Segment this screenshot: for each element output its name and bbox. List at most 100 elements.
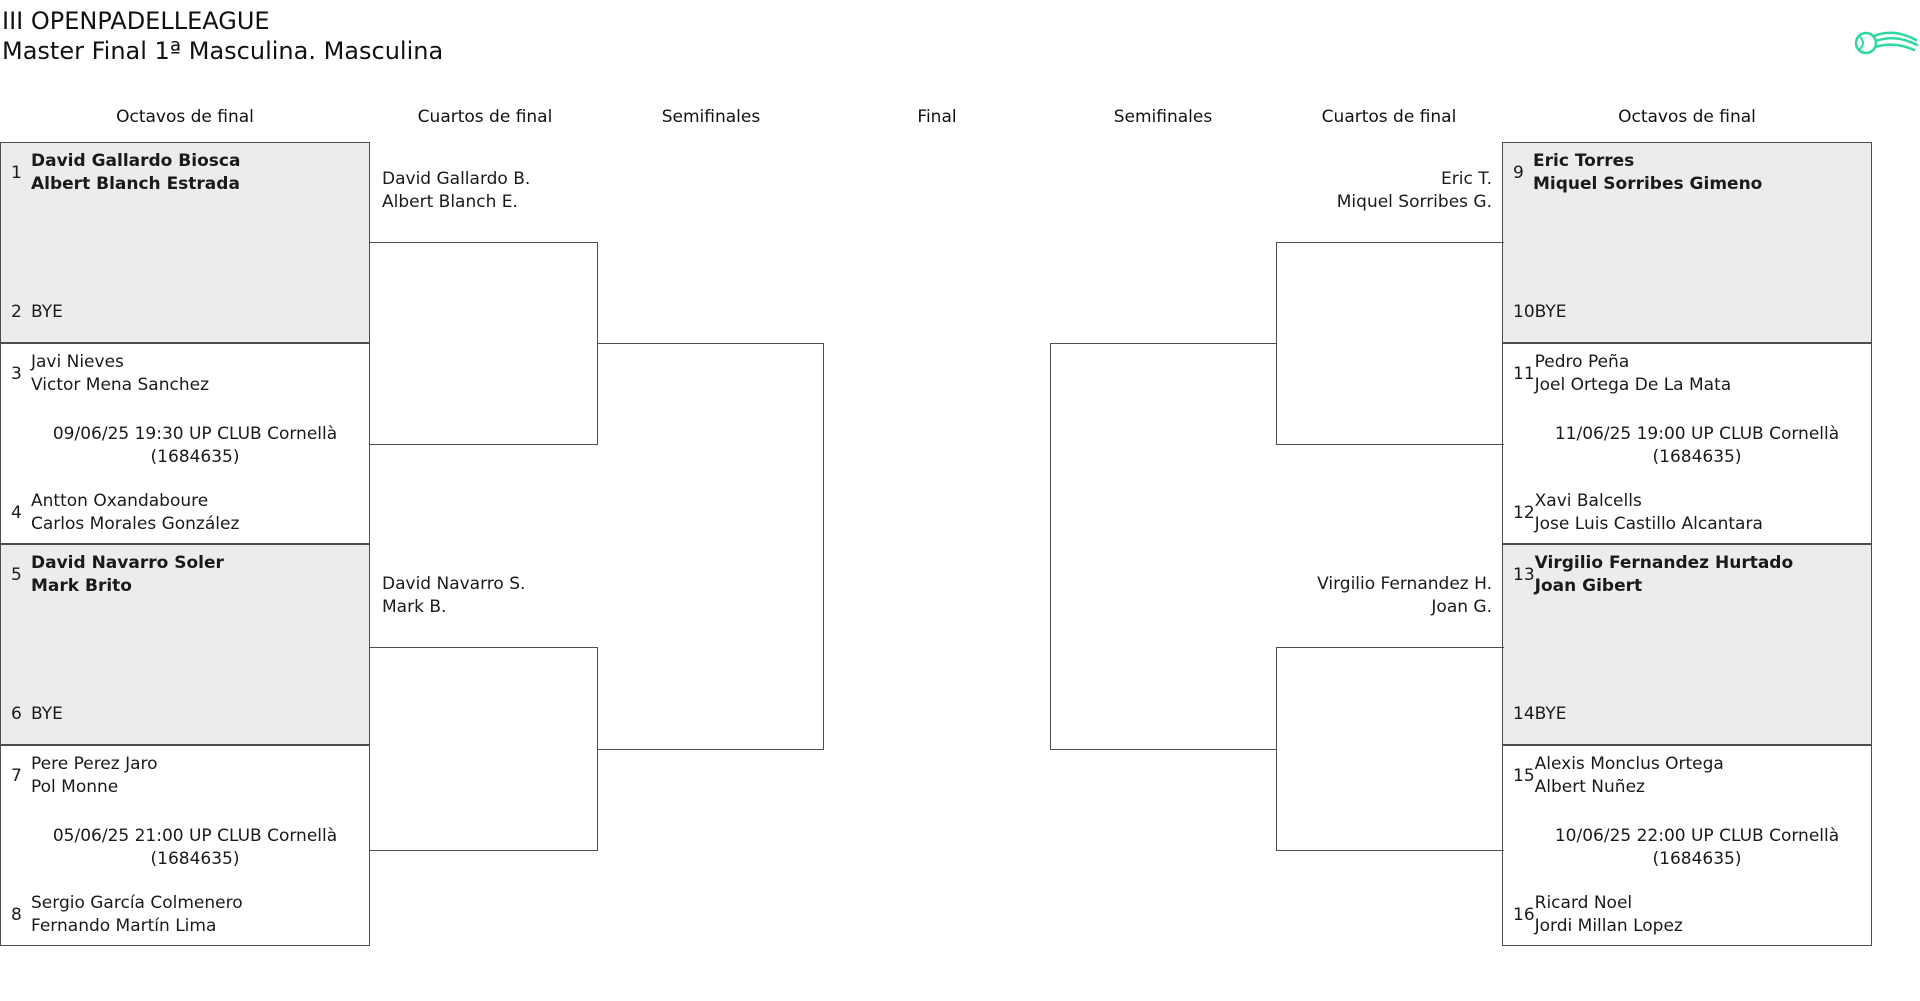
team-slot: 9 Eric Torres Miquel Sorribes Gimeno bbox=[1503, 149, 1867, 197]
match-datetime-venue: 10/06/25 22:00 UP CLUB Cornellà bbox=[1554, 826, 1840, 846]
seed-number: 11 bbox=[1513, 363, 1535, 384]
match-id: (1684635) bbox=[1652, 447, 1742, 467]
match-schedule: 11/06/25 19:00 UP CLUB Cornellà (1684635… bbox=[1533, 423, 1861, 469]
match-box-left-1[interactable]: 1 David Gallardo Biosca Albert Blanch Es… bbox=[0, 142, 370, 343]
team-slot: 14 BYE bbox=[1503, 690, 1867, 738]
player-name: David Navarro S. bbox=[382, 574, 526, 594]
match-schedule: 10/06/25 22:00 UP CLUB Cornellà (1684635… bbox=[1533, 825, 1861, 871]
seed-number: 9 bbox=[1513, 162, 1524, 183]
team-slot: 16 Ricard Noel Jordi Millan Lopez bbox=[1503, 891, 1867, 939]
match-id: (1684635) bbox=[150, 447, 240, 467]
team-slot: 2 BYE bbox=[1, 288, 365, 336]
team-names: Alexis Monclus Ortega Albert Nuñez bbox=[1535, 753, 1724, 799]
team-names: Sergio García Colmenero Fernando Martín … bbox=[31, 892, 243, 938]
seed-number: 5 bbox=[11, 564, 22, 585]
player-name: Ricard Noel bbox=[1534, 893, 1633, 913]
team-names: David Gallardo Biosca Albert Blanch Estr… bbox=[31, 150, 240, 196]
qf-team-left-2: David Navarro S. Mark B. bbox=[382, 573, 525, 619]
round-header-left-cuartos: Cuartos de final bbox=[417, 107, 553, 127]
team-names: BYE bbox=[31, 301, 63, 324]
player-name: Mark Brito bbox=[31, 576, 132, 596]
player-name: Fernando Martín Lima bbox=[31, 916, 217, 936]
player-name: Albert Blanch Estrada bbox=[31, 174, 240, 194]
seed-number: 1 bbox=[11, 162, 22, 183]
player-name: Albert Nuñez bbox=[1534, 777, 1645, 797]
draw-subtitle: Master Final 1ª Masculina. Masculina bbox=[2, 37, 444, 65]
seed-number: 8 bbox=[11, 904, 22, 925]
match-box-left-4[interactable]: 7 Pere Perez Jaro Pol Monne 05/06/25 21:… bbox=[0, 745, 370, 946]
team-names: Pere Perez Jaro Pol Monne bbox=[31, 753, 158, 799]
tennis-ball-logo-icon bbox=[1854, 22, 1920, 62]
team-slot: 7 Pere Perez Jaro Pol Monne bbox=[1, 752, 365, 800]
team-names: Pedro Peña Joel Ortega De La Mata bbox=[1535, 351, 1732, 397]
match-box-left-2[interactable]: 3 Javi Nieves Victor Mena Sanchez 09/06/… bbox=[0, 343, 370, 544]
team-names: BYE bbox=[1535, 301, 1567, 324]
qf-team-left-1: David Gallardo B. Albert Blanch E. bbox=[382, 168, 530, 214]
match-box-right-3[interactable]: 13 Virgilio Fernandez Hurtado Joan Giber… bbox=[1502, 544, 1872, 745]
bracket-connector-right-qf-1 bbox=[1276, 242, 1504, 445]
player-name: Sergio García Colmenero bbox=[31, 893, 243, 913]
player-name: Mark B. bbox=[382, 597, 447, 617]
team-names: Ricard Noel Jordi Millan Lopez bbox=[1535, 892, 1683, 938]
player-name: Antton Oxandaboure bbox=[31, 491, 209, 511]
bracket-connector-left-sf bbox=[597, 343, 824, 750]
player-name: Pol Monne bbox=[31, 777, 119, 797]
team-slot: 6 BYE bbox=[1, 690, 365, 738]
seed-number: 10 bbox=[1513, 301, 1535, 322]
team-slot: 3 Javi Nieves Victor Mena Sanchez bbox=[1, 350, 365, 398]
team-names: Antton Oxandaboure Carlos Morales Gonzál… bbox=[31, 490, 239, 536]
player-name: BYE bbox=[31, 301, 63, 322]
seed-number: 16 bbox=[1513, 904, 1535, 925]
page-header: III OPENPADELLEAGUE Master Final 1ª Masc… bbox=[2, 6, 443, 66]
player-name: Albert Blanch E. bbox=[382, 192, 518, 212]
match-schedule: 09/06/25 19:30 UP CLUB Cornellà (1684635… bbox=[31, 423, 359, 469]
team-slot: 1 David Gallardo Biosca Albert Blanch Es… bbox=[1, 149, 365, 197]
team-slot: 11 Pedro Peña Joel Ortega De La Mata bbox=[1503, 350, 1867, 398]
player-name: BYE bbox=[1534, 703, 1567, 724]
player-name: Alexis Monclus Ortega bbox=[1534, 754, 1724, 774]
player-name: David Gallardo B. bbox=[382, 169, 531, 189]
round-header-right-semis: Semifinales bbox=[1113, 107, 1213, 127]
match-box-right-2[interactable]: 11 Pedro Peña Joel Ortega De La Mata 11/… bbox=[1502, 343, 1872, 544]
player-name: Eric T. bbox=[1441, 169, 1492, 189]
team-names: Eric Torres Miquel Sorribes Gimeno bbox=[1533, 150, 1762, 196]
match-box-left-3[interactable]: 5 David Navarro Soler Mark Brito 6 BYE bbox=[0, 544, 370, 745]
round-header-left-octavos: Octavos de final bbox=[116, 107, 254, 127]
player-name: Xavi Balcells bbox=[1534, 491, 1642, 511]
team-slot: 15 Alexis Monclus Ortega Albert Nuñez bbox=[1503, 752, 1867, 800]
player-name: Carlos Morales González bbox=[31, 514, 240, 534]
match-box-right-1[interactable]: 9 Eric Torres Miquel Sorribes Gimeno 10 … bbox=[1502, 142, 1872, 343]
team-slot: 13 Virgilio Fernandez Hurtado Joan Giber… bbox=[1503, 551, 1867, 599]
seed-number: 15 bbox=[1513, 765, 1535, 786]
match-schedule: 05/06/25 21:00 UP CLUB Cornellà (1684635… bbox=[31, 825, 359, 871]
qf-team-right-1: Eric T. Miquel Sorribes G. bbox=[1337, 168, 1492, 214]
player-name: Virgilio Fernandez H. bbox=[1317, 574, 1492, 594]
seed-number: 7 bbox=[11, 765, 22, 786]
player-name: Joan G. bbox=[1431, 597, 1492, 617]
round-header-right-cuartos: Cuartos de final bbox=[1321, 107, 1457, 127]
team-names: Javi Nieves Victor Mena Sanchez bbox=[31, 351, 209, 397]
match-id: (1684635) bbox=[150, 849, 240, 869]
team-slot: 10 BYE bbox=[1503, 288, 1867, 336]
team-names: Virgilio Fernandez Hurtado Joan Gibert bbox=[1535, 552, 1794, 598]
bracket-connector-left-qf-2 bbox=[370, 647, 598, 851]
player-name: David Gallardo Biosca bbox=[31, 151, 241, 171]
player-name: Virgilio Fernandez Hurtado bbox=[1534, 553, 1794, 573]
team-names: Xavi Balcells Jose Luis Castillo Alcanta… bbox=[1535, 490, 1763, 536]
player-name: Victor Mena Sanchez bbox=[31, 375, 209, 395]
seed-number: 13 bbox=[1513, 564, 1535, 585]
bracket-connector-right-qf-2 bbox=[1276, 647, 1504, 851]
team-slot: 5 David Navarro Soler Mark Brito bbox=[1, 551, 365, 599]
team-names: BYE bbox=[31, 703, 63, 726]
qf-team-right-2: Virgilio Fernandez H. Joan G. bbox=[1317, 573, 1492, 619]
match-id: (1684635) bbox=[1652, 849, 1742, 869]
team-names: David Navarro Soler Mark Brito bbox=[31, 552, 224, 598]
match-box-right-4[interactable]: 15 Alexis Monclus Ortega Albert Nuñez 10… bbox=[1502, 745, 1872, 946]
player-name: Pedro Peña bbox=[1534, 352, 1630, 372]
team-slot: 12 Xavi Balcells Jose Luis Castillo Alca… bbox=[1503, 489, 1867, 537]
match-datetime-venue: 05/06/25 21:00 UP CLUB Cornellà bbox=[52, 826, 338, 846]
player-name: Miquel Sorribes Gimeno bbox=[1533, 174, 1763, 194]
seed-number: 12 bbox=[1513, 502, 1535, 523]
player-name: Jordi Millan Lopez bbox=[1534, 916, 1683, 936]
seed-number: 14 bbox=[1513, 703, 1535, 724]
